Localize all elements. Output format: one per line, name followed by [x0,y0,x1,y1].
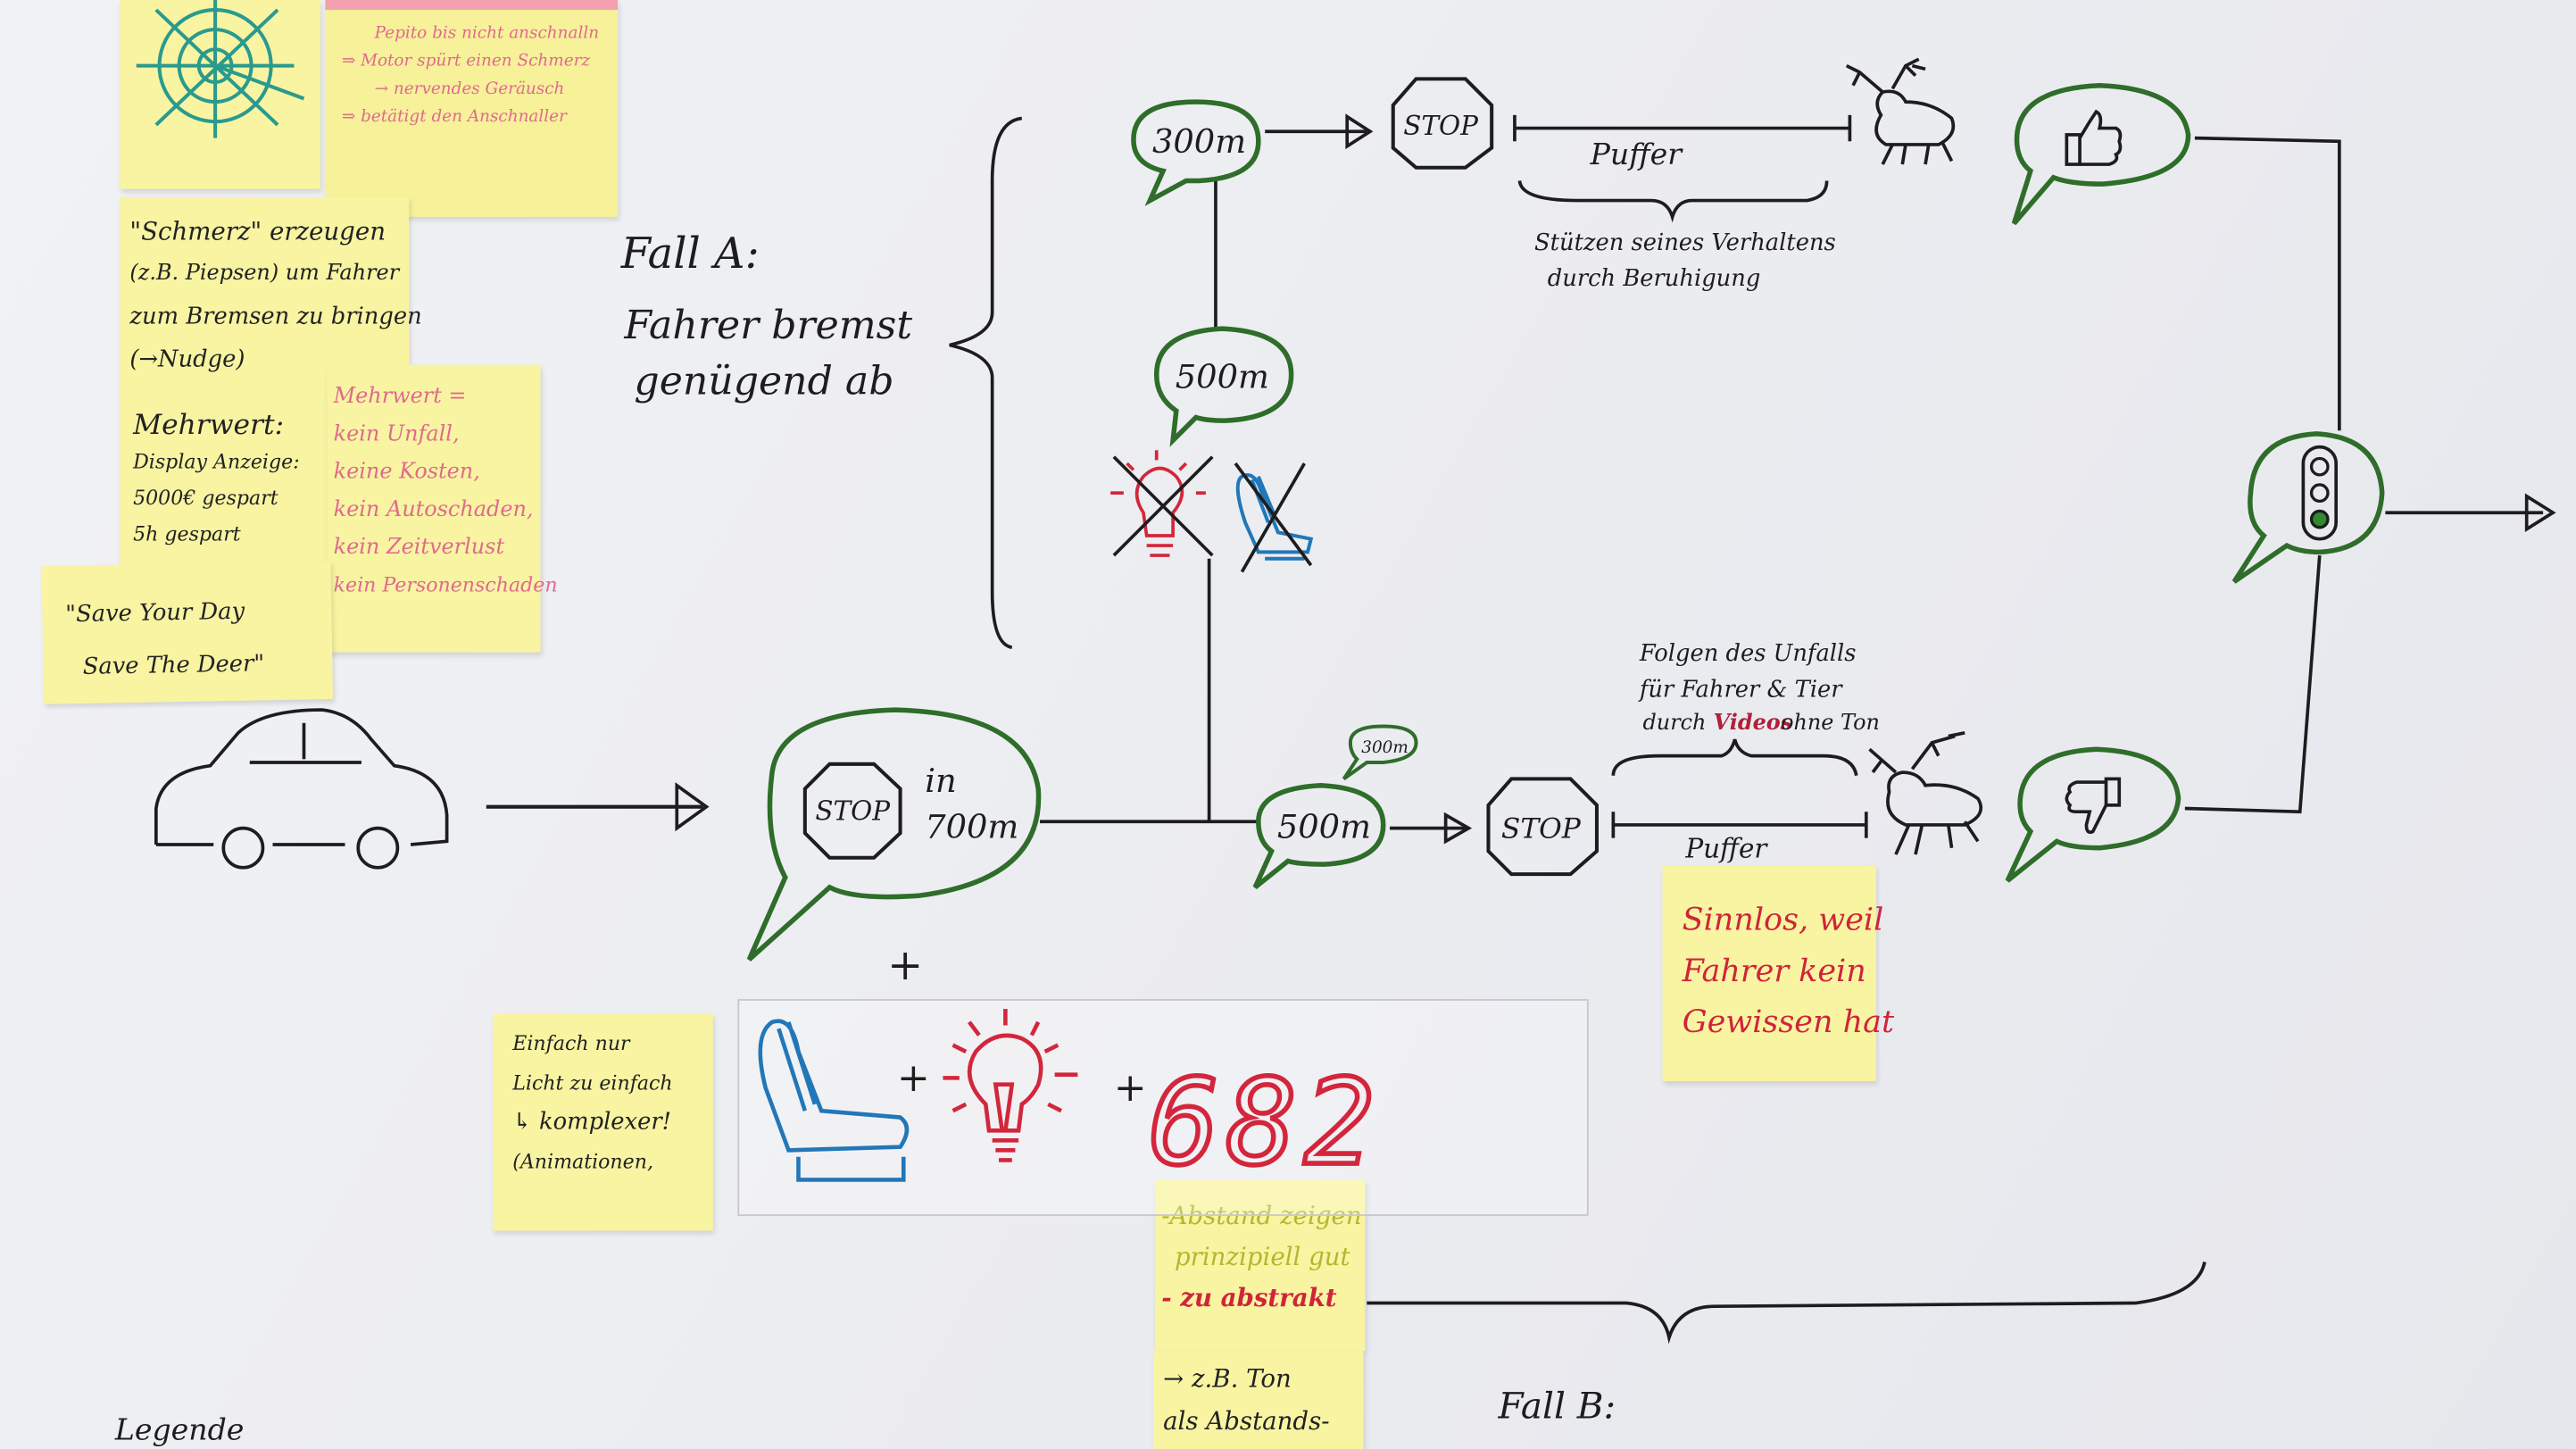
mehrwert-right-line: keine Kosten, [333,460,480,485]
fall-a-line-1: Fahrer bremst [624,302,913,349]
thumbs-up-bubble [2011,82,2191,226]
bubble-300m-top: 300m [1131,99,1261,206]
abstand-line: - zu abstrakt [1161,1283,1337,1313]
stop-sign-top-label: STOP [1403,111,1479,141]
plus-sign: + [897,1055,930,1101]
stop-sign-bottom: STOP [1486,777,1599,877]
folgen-label-1: Folgen des Unfalls [1639,640,1857,667]
einfach-line: ↳ komplexer! [512,1109,672,1136]
fall-b-title: Fall B: [1498,1387,1616,1428]
traffic-light-icon [2301,445,2339,541]
mehrwert-right-line: kein Personenschaden [333,573,558,597]
light-bulb-icon [943,1009,1078,1162]
fall-a-title: Fall A: [620,229,760,279]
plus-sign: + [1114,1065,1147,1111]
sinnlos-line: Gewissen hat [1682,1003,1895,1041]
ton-line: als Abstands- [1163,1406,1330,1437]
abstand-line: prinzipiell gut [1174,1242,1350,1272]
bubble-500m-bottom: 500m [1252,782,1386,890]
legende-label: Legende [114,1412,245,1448]
mehrwert-right-line: kein Unfall, [333,422,460,447]
sticky-ton: → z.B. Ton als Abstands- [1153,1350,1364,1449]
folgen-label-3b: Videos [1714,710,1793,735]
radar-icon [136,0,305,138]
schmerz-line: (z.B. Piepsen) um Fahrer [129,261,400,287]
mehrwert-right-line: Mehrwert = [333,384,467,410]
ton-line: → z.B. Ton [1163,1363,1292,1394]
thumbs-up-icon [2065,109,2123,166]
pink-note-line: Pepito bis nicht anschnalln [374,24,600,43]
sticky-radar [120,0,320,189]
folgen-label-3c: ohne Ton [1781,710,1880,735]
bubble-in-label: in [925,762,956,800]
bubble-500m-top-label: 500m [1176,357,1269,396]
schmerz-line: zum Bremsen zu bringen [129,304,422,330]
fall-a-line-2: genügend ab [634,358,894,404]
mehrwert-right-line: kein Autoschaden, [333,497,534,523]
stuetzen-label-1: Stützen seines Verhaltens [1534,229,1836,256]
sticky-sinnlos: Sinnlos, weil Fahrer kein Gewissen hat [1662,865,1894,1082]
bubble-500m-bottom-label: 500m [1277,808,1371,846]
einfach-line: Einfach nur [512,1031,630,1055]
pink-note-line: ⇒ Motor spürt einen Schmerz [341,52,591,71]
einfach-line: (Animationen, [512,1150,654,1174]
car-icon [154,708,449,870]
folgen-label-2: für Fahrer & Tier [1638,676,1843,703]
pink-note-line: → nervendes Geräusch [374,80,565,99]
mehrwert-left-line: 5000€ gespart [133,486,278,510]
thumbs-down-icon [2065,777,2122,835]
sticky-schmerz: "Schmerz" erzeugen (z.B. Piepsen) um Fah… [120,196,422,398]
sticky-einfach: Einfach nur Licht zu einfach ↳ komplexer… [493,1013,713,1231]
pink-note-line: ⇒ betätigt den Anschnaller [341,108,567,127]
abstand-line: -Abstand zeigen [1161,1201,1362,1231]
bubble-300m-small: 300m [1342,724,1418,781]
bubble-300m-top-label: 300m [1152,122,1246,161]
stop-sign-label: STOP [815,795,891,826]
mehrwert-left-line: Display Anzeige: [133,450,300,474]
stop-sign-bottom-label: STOP [1501,813,1582,845]
stop-sign-icon [802,762,902,860]
sticky-pink-note: Pepito bis nicht anschnalln ⇒ Motor spür… [325,0,619,217]
puffer-top-brace [1517,180,1829,223]
thumbs-down-bubble [2005,746,2181,883]
sinnlos-line: Sinnlos, weil [1682,902,1884,938]
sticky-mehrwert-right: Mehrwert = kein Unfall, keine Kosten, ke… [327,364,558,653]
deer-icon [1845,57,1956,165]
pink-note-edge [325,0,619,11]
folgen-label-3a: durch [1643,710,1707,735]
crossed-seat-icon [1234,462,1314,573]
seat-icon [758,1019,910,1182]
mehrwert-right-line: kein Zeitverlust [333,536,505,561]
crossed-light-bulb-icon [1110,450,1214,557]
fall-b-brace [1367,1262,2206,1345]
fall-a-brace [949,116,1023,649]
plus-sign: + [887,941,923,990]
schmerz-line: (→Nudge) [129,346,245,373]
schmerz-line: "Schmerz" erzeugen [129,216,386,247]
stuetzen-label-2: durch Beruhigung [1548,265,1761,292]
mehrwert-left-line: Mehrwert: [133,409,285,443]
distance-display-number: 682 [1148,1054,1381,1192]
stop-700m-bubble: STOP in 700m [746,707,1042,962]
stop-sign-top: STOP [1391,77,1494,170]
traffic-light-bubble [2231,431,2385,584]
bubble-500m-top: 500m [1153,326,1294,447]
bubble-700m-label: 700m [925,808,1018,846]
sticky-abstand: -Abstand zeigen prinzipiell gut - zu abs… [1154,1179,1366,1351]
bubble-300m-small-label: 300m [1361,738,1408,757]
folgen-brace [1611,738,1858,777]
puffer-bottom-label: Puffer [1684,834,1768,864]
sinnlos-line: Fahrer kein [1682,953,1866,989]
deer-icon [1868,731,1983,855]
sticky-mehrwert-left: Mehrwert: Display Anzeige: 5000€ gespart… [120,394,328,576]
puffer-top-label: Puffer [1590,137,1684,171]
mehrwert-left-line: 5h gespart [133,522,241,546]
einfach-line: Licht zu einfach [512,1071,673,1095]
